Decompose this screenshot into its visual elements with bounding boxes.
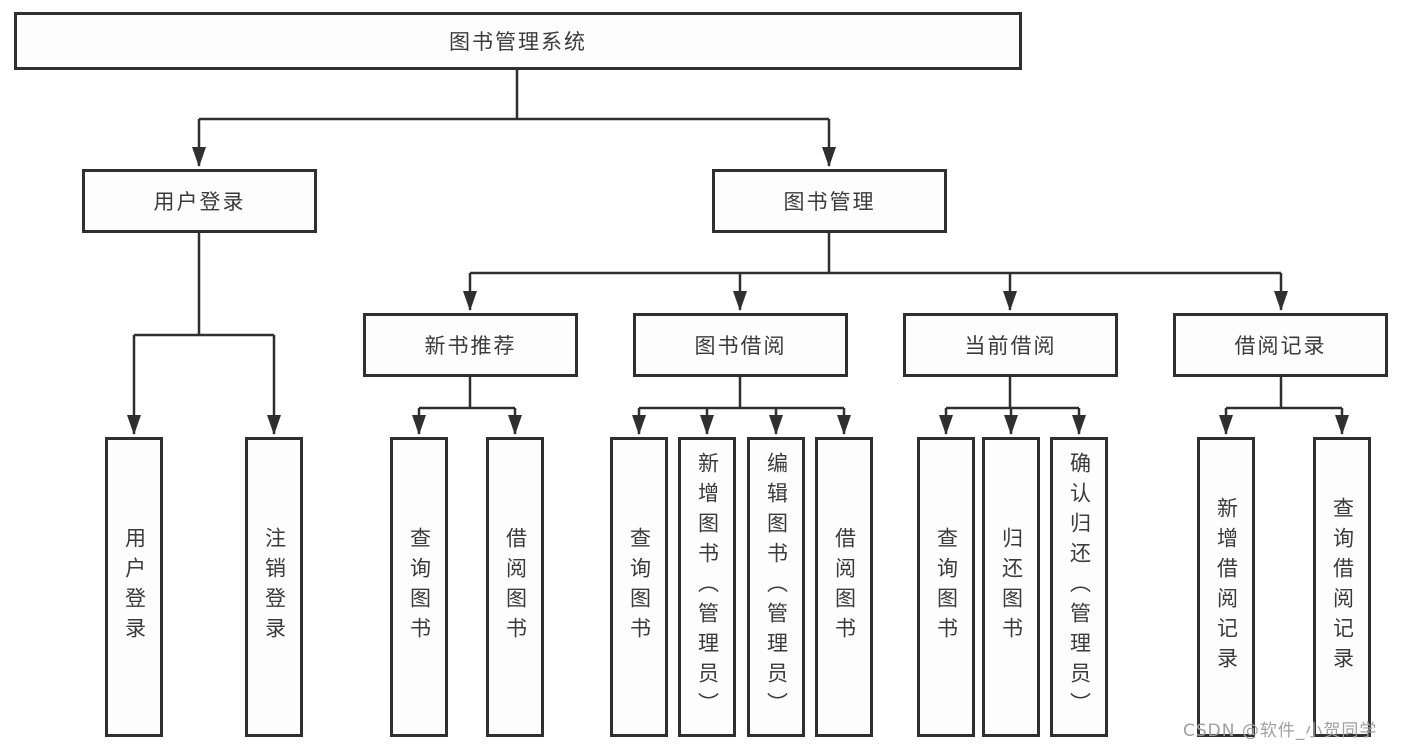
node-user-login: 用户登录 bbox=[82, 169, 317, 233]
leaf-add-book-admin: 新增图书（管理员） bbox=[678, 437, 736, 737]
leaf-logout: 注销登录 bbox=[245, 437, 303, 737]
csdn-watermark: CSDN @软件_小贺同学 bbox=[1183, 721, 1378, 741]
leaf-query-books-borrowing: 查询图书 bbox=[610, 437, 668, 737]
leaf-query-books-current: 查询图书 bbox=[917, 437, 975, 737]
leaf-borrow-books-borrowing: 借阅图书 bbox=[815, 437, 873, 737]
node-book-management: 图书管理 bbox=[712, 169, 947, 233]
leaf-query-books-recommend: 查询图书 bbox=[390, 437, 448, 737]
node-root-system: 图书管理系统 bbox=[14, 12, 1022, 70]
leaf-user-login: 用户登录 bbox=[105, 437, 163, 737]
leaf-edit-book-admin: 编辑图书（管理员） bbox=[747, 437, 805, 737]
leaf-confirm-return-admin: 确认归还（管理员） bbox=[1050, 437, 1108, 737]
leaf-add-borrow-record: 新增借阅记录 bbox=[1197, 437, 1255, 737]
node-current-borrowing: 当前借阅 bbox=[903, 313, 1118, 377]
leaf-return-book: 归还图书 bbox=[982, 437, 1040, 737]
leaf-query-borrow-record: 查询借阅记录 bbox=[1313, 437, 1371, 737]
node-book-borrowing: 图书借阅 bbox=[633, 313, 848, 377]
node-new-book-recommend: 新书推荐 bbox=[363, 313, 578, 377]
node-borrowing-records: 借阅记录 bbox=[1173, 313, 1388, 377]
leaf-borrow-books-recommend: 借阅图书 bbox=[486, 437, 544, 737]
